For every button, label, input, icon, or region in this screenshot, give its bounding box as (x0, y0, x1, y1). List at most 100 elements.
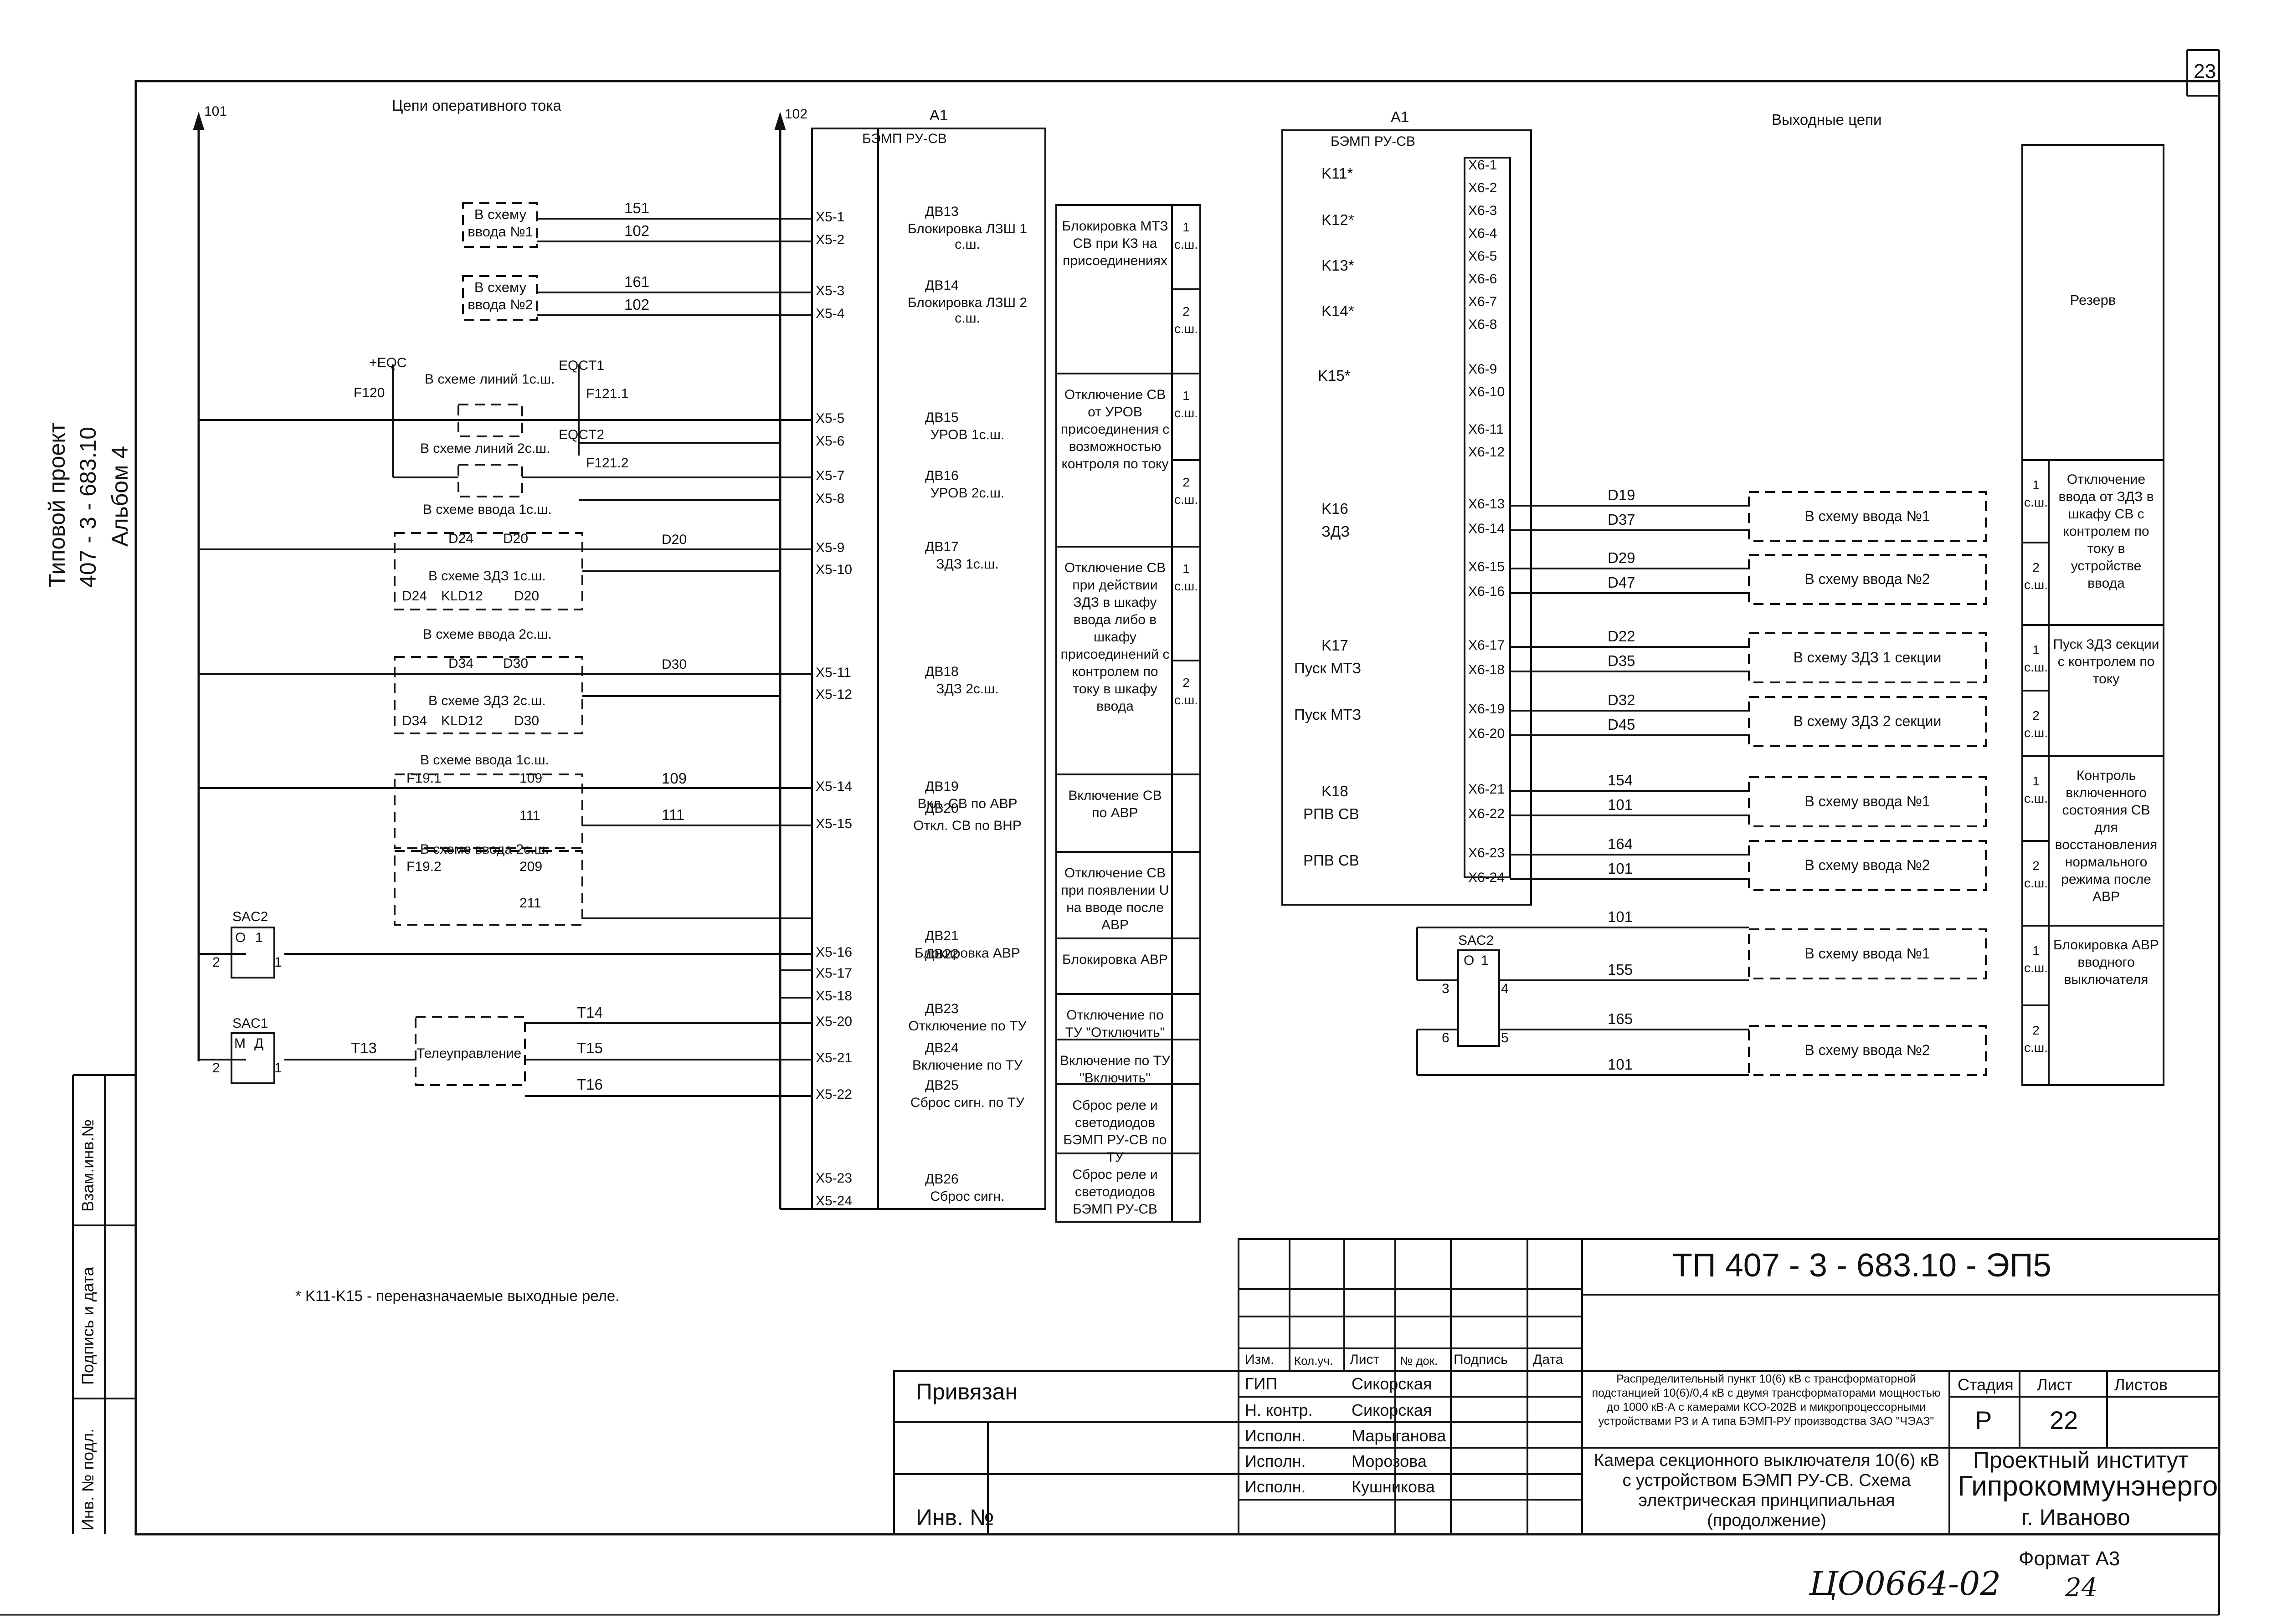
terminal-x5: X5-14 (816, 779, 853, 794)
function-cell: Отключение СВ при действии ЗДЗ в шкафу в… (1060, 560, 1170, 714)
vvod1-b-label: В схеме ввода 1с.ш. (420, 753, 549, 768)
wire-label: 155 (1608, 961, 1633, 978)
feed1-wire1: 151 (624, 200, 650, 216)
kld12b-label: KLD12 (441, 713, 483, 728)
input-desc: УРОВ 2с.ш. (930, 486, 1005, 501)
vvod2-a-label: В схеме ввода 2с.ш. (423, 627, 552, 642)
f121-1-label: F121.1 (586, 386, 629, 401)
w209-label: 209 (519, 859, 543, 874)
role-label: ГИП (1245, 1374, 1278, 1393)
input-id: ДВ26 (925, 1172, 959, 1187)
section-label: 1 с.ш. (1174, 562, 1198, 593)
privyazan: Привязан (916, 1379, 1018, 1404)
input-desc: Блокировка ЛЗШ 1 с.ш. (907, 221, 1028, 252)
terminal-x6: X6-12 (1468, 445, 1505, 460)
wire-label: D19 (1608, 487, 1635, 503)
sac2-right-label: SAC2 (1458, 933, 1494, 948)
sac2-left-label: SAC2 (232, 909, 268, 924)
relay-label: Пуск МТЗ (1294, 706, 1362, 723)
terminal-x5: X5-5 (816, 411, 845, 426)
input-id: ДВ22 (925, 947, 959, 962)
t16-label: T16 (577, 1076, 603, 1093)
terminal-x6: X6-1 (1468, 158, 1497, 173)
wire-label: D35 (1608, 652, 1635, 669)
terminal-x6: X6-14 (1468, 521, 1505, 536)
input-desc: Отключение по ТУ (908, 1019, 1027, 1034)
sac2-right-p5: 5 (1501, 1030, 1509, 1045)
destination-label: В схему ЗДЗ 1 секции (1793, 649, 1942, 666)
stamp-inv-podl: Инв. № подл. (78, 1428, 97, 1531)
teleupr-label: Телеуправление (416, 1046, 522, 1061)
relay-label: K18 (1321, 783, 1348, 799)
a1-left-title: A1 (930, 107, 948, 123)
destination-label: В схему ввода №2 (1804, 571, 1930, 587)
function-cell: Сброс реле и светодиодов БЭМП РУ-СВ по Т… (1063, 1098, 1167, 1165)
terminal-x6: X6-5 (1468, 249, 1497, 264)
bus-101-label: 101 (204, 104, 227, 119)
stamp-podpis: Подпись и дата (78, 1267, 97, 1385)
function-cell: Включение СВ по АВР (1068, 788, 1162, 820)
f19-1-label: F19.1 (406, 771, 442, 786)
function-cell: Включение по ТУ "Включить" (1059, 1053, 1171, 1086)
doc-code: ТП 407 - 3 - 683.10 - ЭП5 (1672, 1247, 2051, 1284)
terminal-x5: X5-17 (816, 966, 853, 981)
input-id: ДВ25 (925, 1078, 959, 1093)
input-desc: Блокировка АВР (915, 946, 1020, 961)
input-desc: УРОВ 1с.ш. (930, 427, 1005, 442)
relay-label: K11* (1321, 165, 1353, 182)
wire-label: 101 (1608, 1056, 1633, 1073)
terminal-x6: X6-22 (1468, 806, 1505, 821)
stadiya-label: Стадия (1958, 1375, 2014, 1394)
input-id: ДВ17 (925, 539, 959, 554)
input-desc: ЗДЗ 1с.ш. (936, 557, 999, 572)
w109-label: 109 (519, 771, 543, 786)
t14-label: T14 (577, 1004, 603, 1021)
section-label: 2 с.ш. (1174, 304, 1198, 336)
terminal-x6: X6-8 (1468, 317, 1497, 332)
terminal-x5: X5-3 (816, 283, 845, 298)
feed1-label: В схему ввода №1 (468, 206, 533, 240)
corner-sheet-number: 23 (2194, 60, 2216, 82)
relay-label: K17 (1321, 637, 1348, 654)
terminal-x6: X6-3 (1468, 203, 1497, 218)
f19-2-label: F19.2 (406, 859, 442, 874)
feed1-wire2: 102 (624, 222, 650, 239)
relay-label: K13* (1321, 257, 1354, 274)
wire-label: D37 (1608, 511, 1635, 528)
section-label: 1 с.ш. (2024, 643, 2048, 674)
terminal-x6: X6-17 (1468, 638, 1505, 653)
col-list: Лист (1350, 1352, 1380, 1367)
terminal-x5: X5-18 (816, 989, 853, 1004)
signatory-name: Марыганова (1352, 1426, 1446, 1445)
sac1-label: SAC1 (232, 1016, 268, 1031)
input-desc: Сброс сигн. по ТУ (910, 1095, 1025, 1110)
stamp-code: ЦО0664-02 (1809, 1564, 2001, 1603)
a1-left-subtitle: БЭМП РУ-СВ (862, 131, 947, 146)
wire-label: D29 (1608, 549, 1635, 566)
input-id: ДВ23 (925, 1001, 959, 1016)
d20-wire-label: D20 (662, 532, 687, 547)
function-table-2 (2021, 144, 2164, 1086)
sac1-pin1: 1 (274, 1060, 282, 1076)
terminal-x6: X6-2 (1468, 180, 1497, 195)
drawing-title: Камера секционного выключателя 10(6) кВ … (1594, 1451, 1939, 1530)
terminal-x5: X5-11 (816, 665, 851, 680)
left-heading: Цепи оперативного тока (392, 97, 561, 114)
function2-cell: Блокировка АВР вводного выключателя (2053, 938, 2159, 987)
terminal-x5: X5-20 (816, 1014, 853, 1029)
role-label: Исполн. (1245, 1426, 1306, 1445)
wire-label: 101 (1608, 796, 1633, 813)
eqct2-label: EQCT2 (559, 427, 605, 442)
signatory-name: Кушникова (1352, 1477, 1435, 1496)
input-id: ДВ20 (925, 801, 959, 816)
org-line-3: г. Иваново (2021, 1505, 2130, 1530)
terminal-x6: X6-21 (1468, 782, 1505, 797)
org-line-1: Проектный институт (1973, 1447, 2189, 1473)
d30b-label: D30 (514, 713, 540, 728)
terminal-x5: X5-4 (816, 306, 845, 321)
input-id: ДВ24 (925, 1040, 959, 1055)
signatory-name: Сикорская (1352, 1374, 1432, 1393)
d20b-label: D20 (514, 589, 540, 604)
relay-label: Пуск МТЗ (1294, 660, 1362, 676)
object-desc: Распределительный пункт 10(6) кВ с транс… (1592, 1373, 1941, 1428)
